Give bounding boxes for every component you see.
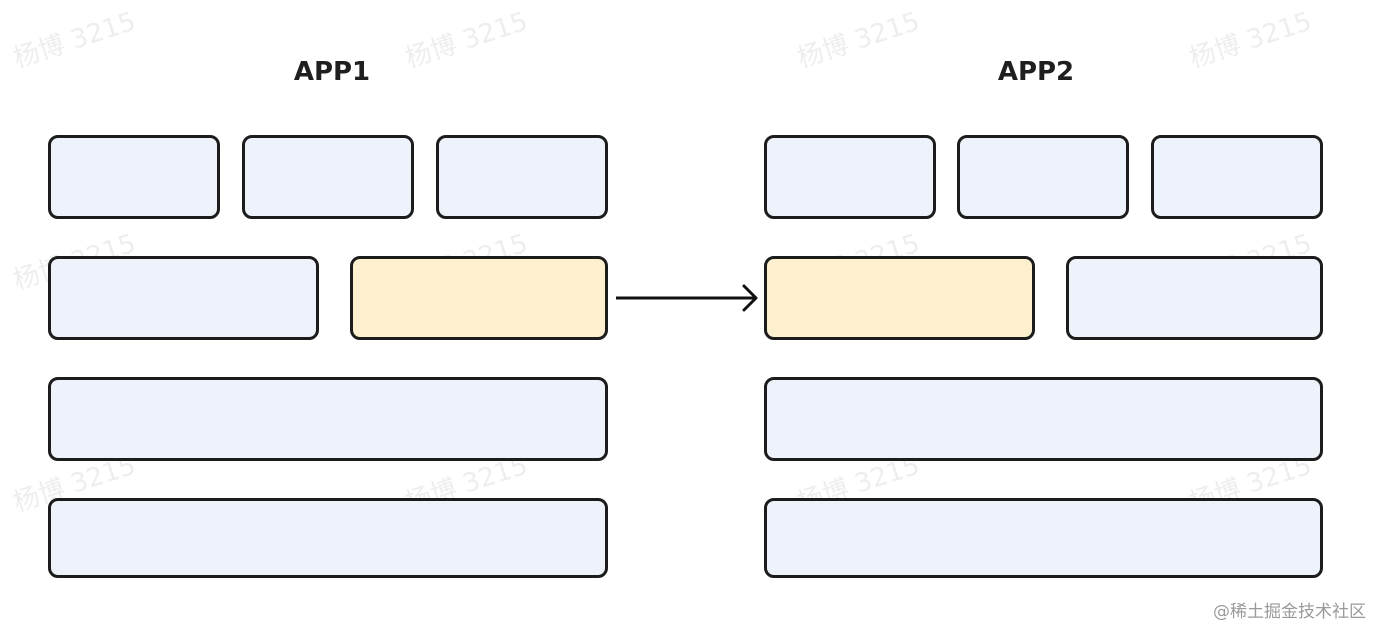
watermark-text: 杨博 3215 [1185,6,1316,75]
footer-credit: @稀土掘金技术社区 [1213,602,1366,622]
move-arrow [616,284,758,312]
app1-row1-block2 [242,135,414,219]
app1-row1-block3 [436,135,608,219]
arrow-head-icon [742,284,758,312]
watermark-text: 杨博 3215 [9,6,140,75]
app2-row2-highlight-block [764,256,1035,340]
app1-title: APP1 [293,57,371,87]
app2-row2-block2 [1066,256,1323,340]
app1-row1-block1 [48,135,220,219]
app1-row2-highlight-block [350,256,608,340]
watermark-text: 杨博 3215 [793,6,924,75]
app1-row4-block [48,498,608,578]
app2-row1-block3 [1151,135,1323,219]
app2-row1-block1 [764,135,936,219]
app2-title: APP2 [997,57,1075,87]
app2-row4-block [764,498,1323,578]
app2-row3-block [764,377,1323,461]
app1-row2-block1 [48,256,319,340]
app1-row3-block [48,377,608,461]
app2-row1-block2 [957,135,1129,219]
